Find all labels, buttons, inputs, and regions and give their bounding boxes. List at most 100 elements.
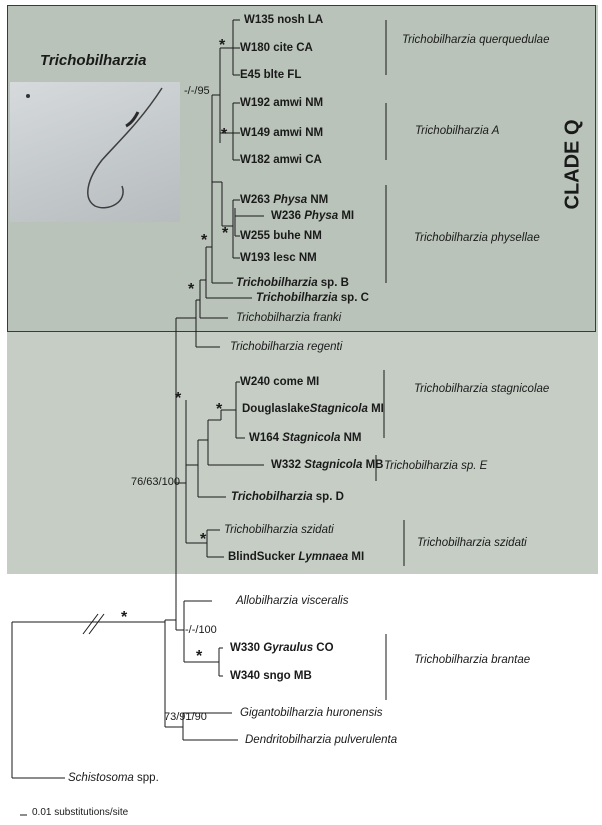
taxon-label-w330: W330 Gyraulus CO <box>230 641 334 655</box>
label-text-part: Trichobilharzia franki <box>236 312 342 324</box>
label-text-part: Gigantobilharzia huronensis <box>240 707 383 719</box>
inset-photo <box>10 82 180 222</box>
label-text-part: W180 cite CA <box>240 42 313 54</box>
label-text-part: Stagnicola <box>282 432 341 444</box>
label-text-part: Trichobilharzia brantae <box>414 654 531 666</box>
label-text-part: Schistosoma <box>68 772 134 784</box>
label-text-part: W182 amwi CA <box>240 154 322 166</box>
label-text-part: Douglaslake <box>242 403 310 415</box>
support-star: * <box>221 126 228 143</box>
label-text-part: BlindSucker <box>228 551 299 563</box>
label-text-part: Trichobilharzia regenti <box>230 341 343 353</box>
label-text-part: Dendritobilharzia pulverulenta <box>245 734 398 746</box>
label-text-part: Trichobilharzia stagnicolae <box>414 383 550 395</box>
support-value-73: 73/91/90 <box>164 711 207 723</box>
support-value-95: -/-/95 <box>184 85 210 97</box>
clade-label-physellae: Trichobilharzia physellae <box>414 232 540 244</box>
label-text-part: NM <box>307 194 329 206</box>
support-star: * <box>201 232 208 249</box>
tree-branches <box>11 19 405 816</box>
support-star: * <box>216 401 223 418</box>
taxon-label-spd: Trichobilharzia sp. D <box>231 490 344 504</box>
label-text-part: W240 come MI <box>240 376 320 388</box>
label-text-part: Physa <box>304 210 339 222</box>
clade-label-querq: Trichobilharzia querquedulae <box>402 34 549 46</box>
label-text-part: W149 amwi NM <box>240 127 324 139</box>
support-star: * <box>200 531 207 548</box>
label-text-part: Trichobilharzia <box>256 292 338 304</box>
label-text-part: Trichobilharzia <box>415 125 489 137</box>
taxon-label-w340: W340 sngo MB <box>230 669 312 683</box>
label-text-part: W164 <box>249 432 283 444</box>
label-text-part: W193 lesc NM <box>240 252 317 264</box>
label-text-part: W332 <box>271 459 305 471</box>
taxon-label-w332: W332 Stagnicola MB <box>271 458 384 472</box>
taxon-label-w135: W135 nosh LA <box>244 13 323 27</box>
label-text-part: Trichobilharzia physellae <box>414 232 540 244</box>
taxon-label-w164: W164 Stagnicola NM <box>249 431 362 445</box>
taxon-label-allo: Allobilharzia visceralis <box>236 594 348 608</box>
label-text-part: spp. <box>133 772 159 784</box>
taxon-label-szidati: Trichobilharzia szidati <box>224 523 334 537</box>
label-text-part: MI <box>348 551 365 563</box>
scale-bar-label: 0.01 substitutions/site <box>32 807 129 818</box>
taxon-label-w255: W255 buhe NM <box>240 229 322 243</box>
label-text-part: W263 <box>240 194 274 206</box>
taxon-label-franki: Trichobilharzia franki <box>236 311 341 325</box>
clade-label-brantae: Trichobilharzia brantae <box>414 654 530 666</box>
branch-break-mark <box>82 613 99 635</box>
taxon-label-regenti: Trichobilharzia regenti <box>230 340 342 354</box>
label-text-part: Stagnicola <box>304 459 363 471</box>
taxon-label-w193: W193 lesc NM <box>240 251 317 265</box>
support-value-76: 76/63/100 <box>131 476 180 488</box>
label-text-part: NM <box>340 432 362 444</box>
support-star: * <box>175 390 182 407</box>
taxon-label-giganto: Gigantobilharzia huronensis <box>240 706 383 720</box>
label-text-part: Gyraulus <box>263 642 314 654</box>
label-text-part: Trichobilharzia <box>384 460 458 472</box>
taxon-label-w149: W149 amwi NM <box>240 126 323 140</box>
clade-q-label: CLADE Q <box>561 119 584 210</box>
clade-label-spE: Trichobilharzia sp. E <box>384 460 487 472</box>
clade-label-tA: Trichobilharzia A <box>415 125 499 137</box>
taxon-label-schisto: Schistosoma spp. <box>68 771 159 785</box>
label-text-part: Allobilharzia visceralis <box>236 595 349 607</box>
inset-title: Trichobilharzia <box>40 52 147 69</box>
label-text-part: Trichobilharzia <box>231 491 313 503</box>
label-text-part: sp. B <box>317 277 349 289</box>
support-value-100: -/-/100 <box>185 624 217 636</box>
clade-label-szidati2: Trichobilharzia szidati <box>417 537 527 549</box>
taxon-label-w236: W236 Physa MI <box>271 209 354 223</box>
label-text-part: Stagnicola <box>309 403 368 415</box>
taxon-label-w240: W240 come MI <box>240 375 319 389</box>
taxon-label-spc: Trichobilharzia sp. C <box>256 291 369 305</box>
label-text-part: Trichobilharzia querquedulae <box>402 34 550 46</box>
label-text-part: Trichobilharzia <box>236 277 318 289</box>
taxon-label-dendrito: Dendritobilharzia pulverulenta <box>245 733 397 747</box>
taxon-label-e45: E45 blte FL <box>240 68 301 82</box>
taxon-label-w180: W180 cite CA <box>240 41 313 55</box>
taxon-label-w263: W263 Physa NM <box>240 193 328 207</box>
taxon-label-douglas: DouglaslakeStagnicola MI <box>242 402 384 416</box>
label-text-part: W236 <box>271 210 305 222</box>
label-text-part: W340 sngo MB <box>230 670 312 682</box>
support-star: * <box>222 225 229 242</box>
label-text-part: Physa <box>273 194 308 206</box>
label-text-part: W330 <box>230 642 264 654</box>
label-text-part: W135 nosh LA <box>244 14 324 26</box>
label-text-part: CO <box>313 642 334 654</box>
support-star: * <box>188 281 195 298</box>
label-text-part: W255 buhe NM <box>240 230 322 242</box>
support-star: * <box>121 609 128 626</box>
label-text-part: Lymnaea <box>298 551 349 563</box>
clade-label-stagnicolae: Trichobilharzia stagnicolae <box>414 383 549 395</box>
support-star: * <box>219 37 226 54</box>
label-text-part: MB <box>362 459 384 471</box>
support-star: * <box>196 648 203 665</box>
branch-break-mark <box>88 613 105 635</box>
label-text-part: sp. C <box>337 292 369 304</box>
label-text-part: Trichobilharzia szidati <box>224 524 334 536</box>
taxon-label-w182: W182 amwi CA <box>240 153 322 167</box>
label-text-part: MI <box>367 403 384 415</box>
